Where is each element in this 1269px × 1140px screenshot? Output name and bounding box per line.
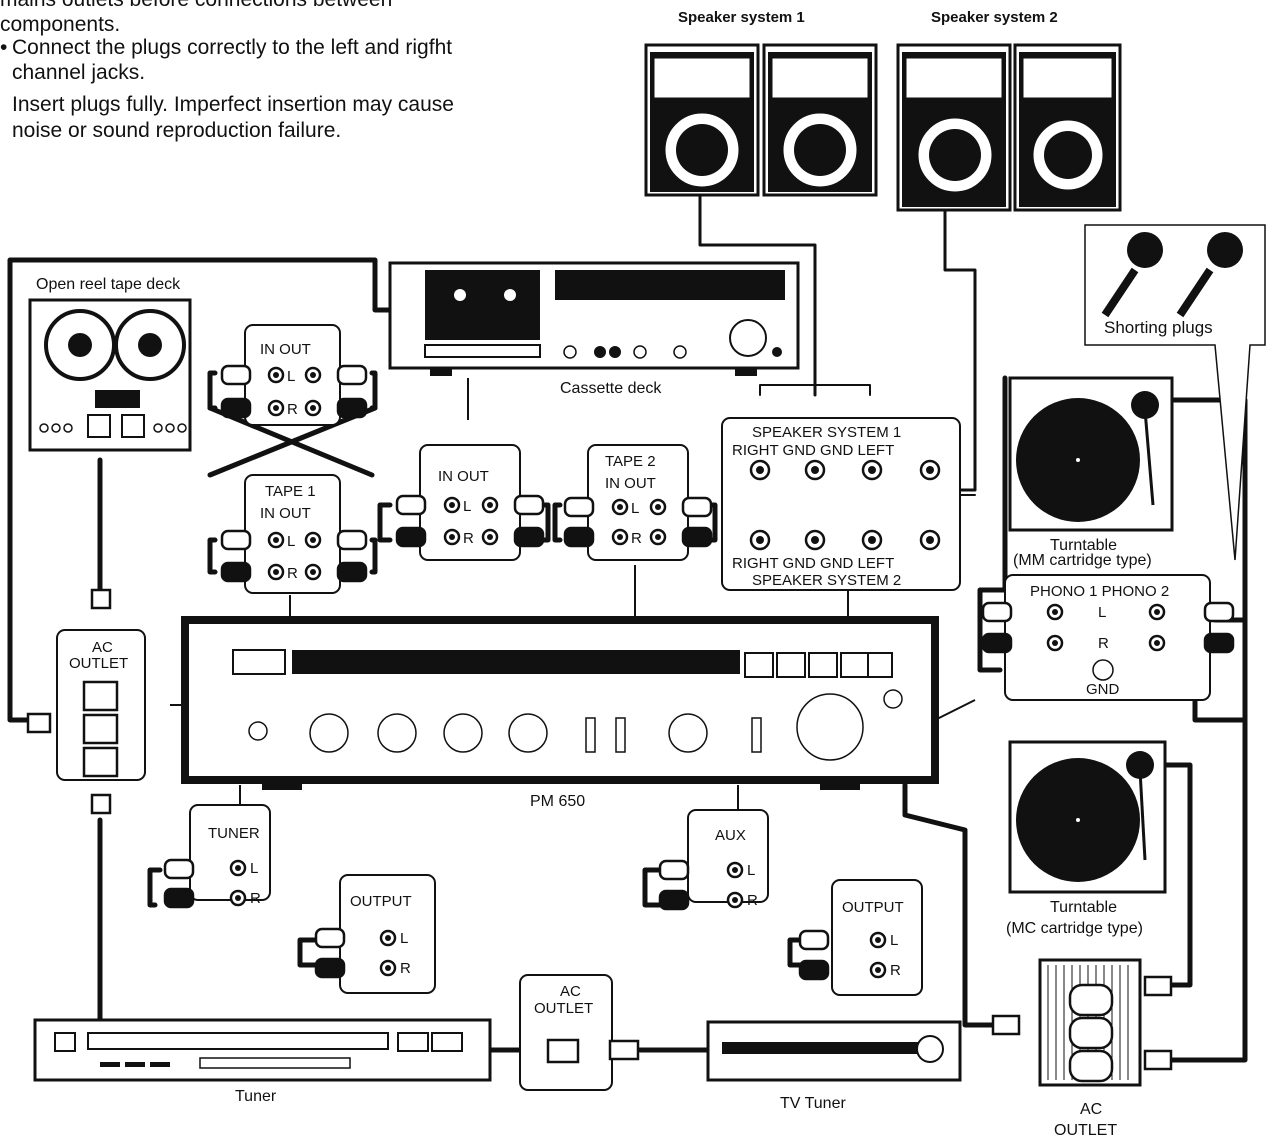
svg-text:OUTLET: OUTLET (534, 1000, 593, 1017)
svg-text:OUTLET: OUTLET (69, 655, 128, 672)
shorting-plug-icon (1176, 232, 1243, 318)
svg-text:AC: AC (92, 639, 113, 656)
svg-text:AC: AC (1080, 1101, 1102, 1118)
svg-text:(MC cartridge type): (MC cartridge type) (1006, 920, 1143, 937)
speaker-icon (762, 43, 878, 197)
svg-text:Open reel tape deck: Open reel tape deck (36, 276, 181, 293)
svg-text:Speaker system 2: Speaker system 2 (931, 9, 1058, 26)
jack-panel-cassette: IN OUT L R (395, 444, 545, 561)
tuner-device: Tuner (33, 1018, 492, 1105)
svg-text:R: R (747, 892, 758, 909)
jack-panel-aux: AUX L R (658, 809, 769, 911)
svg-text:TV Tuner: TV Tuner (780, 1095, 846, 1112)
svg-text:R: R (400, 960, 411, 977)
speaker-system-1: Speaker system 1 (644, 9, 878, 197)
svg-text:R: R (287, 401, 298, 418)
ac-outlet-mid: AC OUTLET (519, 974, 640, 1091)
svg-text:L: L (287, 533, 295, 550)
svg-text:L: L (747, 862, 755, 879)
speaker-terminal-icons (749, 459, 941, 551)
svg-text:IN OUT: IN OUT (438, 468, 489, 485)
svg-text:components.: components. (0, 13, 120, 36)
shorting-plug-icon (1101, 232, 1163, 318)
svg-text:R: R (631, 530, 642, 547)
svg-text:channel jacks.: channel jacks. (12, 61, 145, 84)
speaker-terminal-panel: SPEAKER SYSTEM 1 RIGHT GND GND LEFT RIGH… (721, 417, 961, 591)
svg-text:L: L (400, 930, 408, 947)
svg-text:R: R (250, 890, 261, 907)
tv-tuner-device: TV Tuner (706, 1020, 962, 1112)
phono-panel: PHONO 1 PHONO 2 L R GND (981, 574, 1235, 701)
speaker-icon (896, 43, 1012, 212)
svg-text:(MM cartridge type): (MM cartridge type) (1013, 552, 1152, 569)
svg-text:IN OUT: IN OUT (605, 475, 656, 492)
svg-text:R: R (287, 565, 298, 582)
svg-text:GND: GND (1086, 681, 1120, 698)
svg-text:Tuner: Tuner (235, 1088, 277, 1105)
svg-text:PHONO 1 PHONO 2: PHONO 1 PHONO 2 (1030, 583, 1169, 600)
svg-text:AC: AC (560, 983, 581, 1000)
open-reel-tape-deck: Open reel tape deck (28, 276, 192, 452)
speaker-icon (644, 43, 760, 197)
svg-text:Turntable: Turntable (1050, 537, 1117, 554)
svg-text:IN OUT: IN OUT (260, 341, 311, 358)
turntable-mc: Turntable (MC cartridge type) (1006, 740, 1167, 937)
jack-panel-tape-1: TAPE 1 IN OUT L R (220, 474, 368, 594)
svg-text:RIGHT GND GND LEFT: RIGHT GND GND LEFT (732, 555, 894, 572)
svg-text:OUTPUT: OUTPUT (350, 893, 412, 910)
svg-text:OUTPUT: OUTPUT (842, 899, 904, 916)
bullet-icon: • (0, 36, 7, 59)
jack-panel-tape-2: TAPE 2 IN OUT L R (563, 444, 713, 561)
svg-text:L: L (1098, 604, 1106, 621)
ac-outlet-right: AC OUTLET (991, 958, 1173, 1139)
svg-text:AUX: AUX (715, 827, 746, 844)
svg-text:Turntable: Turntable (1050, 899, 1117, 916)
svg-text:RIGHT GND GND LEFT: RIGHT GND GND LEFT (732, 442, 894, 459)
jack-panel-tuner: TUNER L R (163, 804, 271, 909)
svg-text:PM 650: PM 650 (530, 793, 585, 810)
speaker-icon (1013, 43, 1122, 212)
svg-text:L: L (463, 498, 471, 515)
svg-text:TAPE 2: TAPE 2 (605, 453, 656, 470)
svg-text:L: L (287, 368, 295, 385)
svg-text:L: L (250, 860, 258, 877)
svg-text:SPEAKER SYSTEM 1: SPEAKER SYSTEM 1 (752, 424, 901, 441)
ac-outlet-left: AC OUTLET (26, 588, 146, 815)
instruction-text: mains outlets before connections between… (0, 0, 454, 142)
svg-text:IN OUT: IN OUT (260, 505, 311, 522)
jack-panel-tuner-output: OUTPUT L R (314, 874, 436, 994)
svg-text:TUNER: TUNER (208, 825, 260, 842)
turntable-mm: Turntable (MM cartridge type) (1008, 376, 1174, 569)
amplifier-pm650: PM 650 (181, 616, 939, 810)
svg-text:SPEAKER SYSTEM 2: SPEAKER SYSTEM 2 (752, 572, 901, 589)
svg-text:R: R (1098, 635, 1109, 652)
svg-text:L: L (890, 932, 898, 949)
speaker-system-2: Speaker system 2 (896, 9, 1122, 212)
svg-text:R: R (890, 962, 901, 979)
svg-text:R: R (463, 530, 474, 547)
svg-text:Cassette deck: Cassette deck (560, 380, 662, 397)
svg-text:OUTLET: OUTLET (1054, 1122, 1117, 1139)
jack-panel-tv-output: OUTPUT L R (798, 879, 923, 996)
svg-text:L: L (631, 500, 639, 517)
svg-text:Connect the plugs correctly to: Connect the plugs correctly to the left … (12, 36, 452, 59)
svg-text:noise or sound reproduction fa: noise or sound reproduction failure. (12, 119, 341, 142)
svg-text:mains outlets before connectio: mains outlets before connections between (0, 0, 392, 11)
shorting-plugs: Shorting plugs (1084, 224, 1266, 561)
svg-text:TAPE 1: TAPE 1 (265, 483, 316, 500)
svg-text:Speaker system 1: Speaker system 1 (678, 9, 805, 26)
svg-text:Insert plugs fully. Imperfect: Insert plugs fully. Imperfect insertion … (12, 93, 454, 116)
jack-panel-open-reel: IN OUT L R (220, 324, 368, 426)
cassette-deck: Cassette deck (388, 261, 800, 397)
svg-text:Shorting plugs: Shorting plugs (1104, 318, 1213, 337)
